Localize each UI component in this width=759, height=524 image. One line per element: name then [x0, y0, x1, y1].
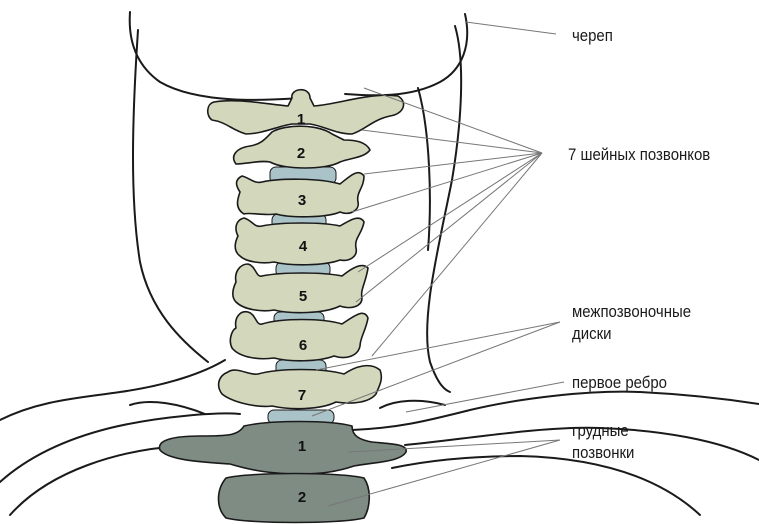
label-thoracic-line1: грудные	[572, 421, 629, 440]
label-cervical-vertebrae: 7 шейных позвонков	[568, 145, 710, 164]
leader-cervical-2	[362, 130, 542, 153]
leader-cervical-6	[356, 153, 542, 302]
label-first-rib: первое ребро	[572, 373, 667, 392]
label-skull: череп	[572, 26, 613, 45]
number-c3: 3	[298, 192, 306, 209]
number-c6: 6	[299, 337, 307, 354]
number-t2: 2	[298, 489, 306, 506]
vertebra-t2	[219, 474, 370, 523]
number-c2: 2	[297, 145, 305, 162]
leader-cervical-7	[372, 153, 542, 356]
head-neck-outline	[0, 12, 759, 515]
number-c7: 7	[298, 387, 306, 404]
number-c4: 4	[299, 238, 308, 255]
leader-cervical-5	[358, 153, 542, 272]
number-t1: 1	[298, 438, 306, 455]
label-discs-line1: межпозвоночные	[572, 302, 691, 321]
leader-skull	[466, 22, 556, 34]
label-discs-line2: диски	[572, 324, 611, 343]
label-thoracic-line2: позвонки	[572, 443, 634, 462]
number-c5: 5	[299, 288, 307, 305]
thoracic-vertebrae	[159, 422, 406, 523]
number-c1: 1	[297, 111, 305, 128]
leader-cervical-1	[364, 88, 542, 153]
